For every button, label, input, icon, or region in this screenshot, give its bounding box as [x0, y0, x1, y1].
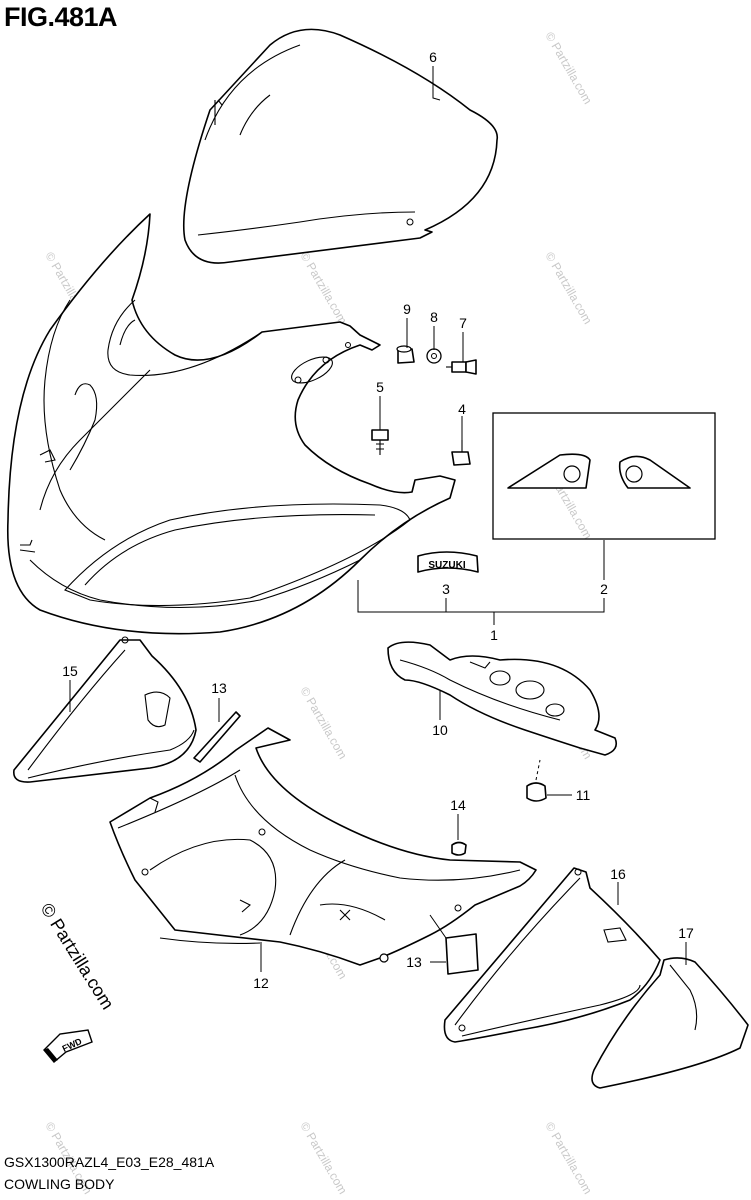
callout-1: 1 — [490, 627, 498, 643]
watermark: © Partzilla.com — [297, 685, 350, 762]
watermark: © Partzilla.com — [297, 1120, 350, 1197]
callout-12: 12 — [253, 975, 269, 991]
watermark: © Partzilla.com — [297, 250, 350, 327]
part-fasteners[interactable] — [371, 345, 477, 466]
callout-11: 11 — [576, 787, 591, 803]
watermark: © Partzilla.com — [542, 250, 595, 327]
part-clip-small[interactable] — [451, 841, 467, 856]
callout-10: 10 — [432, 722, 448, 738]
watermark: © Partzilla.com — [542, 30, 595, 107]
part-right-side-cover[interactable] — [443, 867, 661, 1043]
part-left-side-cover[interactable] — [13, 636, 197, 783]
callout-15: 15 — [62, 663, 78, 679]
callout-7: 7 — [459, 315, 467, 331]
emblem-text: SUZUKI — [428, 560, 465, 571]
callout-3: 3 — [442, 581, 450, 597]
part-pad-set[interactable] — [492, 412, 716, 540]
callout-9: 9 — [403, 301, 411, 317]
callout-13-lower: 13 — [406, 954, 422, 970]
part-clip[interactable] — [526, 759, 547, 802]
part-lower-cowling[interactable] — [109, 727, 537, 966]
callout-labels: 1 2 3 4 5 6 7 8 9 10 11 12 13 13 14 15 1… — [62, 49, 694, 991]
callout-17: 17 — [678, 925, 694, 941]
callout-2: 2 — [600, 581, 608, 597]
callout-14: 14 — [450, 797, 466, 813]
callout-6: 6 — [429, 49, 437, 65]
fwd-arrow-icon: FWD — [43, 1029, 93, 1063]
figure-name: COWLING BODY — [4, 1176, 115, 1192]
part-pad-lower[interactable] — [429, 914, 479, 975]
callout-8: 8 — [430, 309, 438, 325]
part-suzuki-emblem[interactable]: SUZUKI — [417, 551, 479, 573]
figure-code: GSX1300RAZL4_E03_E28_481A — [4, 1154, 215, 1170]
part-right-panel[interactable] — [591, 957, 749, 1089]
partzilla-watermark: © Partzilla.com — [37, 900, 118, 1013]
part-strip-upper[interactable] — [193, 711, 241, 763]
watermark: © Partzilla.com — [542, 1120, 595, 1197]
part-upper-cowling[interactable] — [6, 213, 456, 635]
callout-16: 16 — [610, 866, 626, 882]
part-windscreen[interactable] — [182, 28, 499, 264]
callout-5: 5 — [376, 379, 384, 395]
callout-4: 4 — [458, 401, 466, 417]
callout-13-upper: 13 — [211, 680, 227, 696]
part-inner-bracket[interactable] — [387, 641, 618, 756]
leader-lines — [69, 66, 687, 972]
figure-title: FIG.481A — [4, 2, 118, 32]
